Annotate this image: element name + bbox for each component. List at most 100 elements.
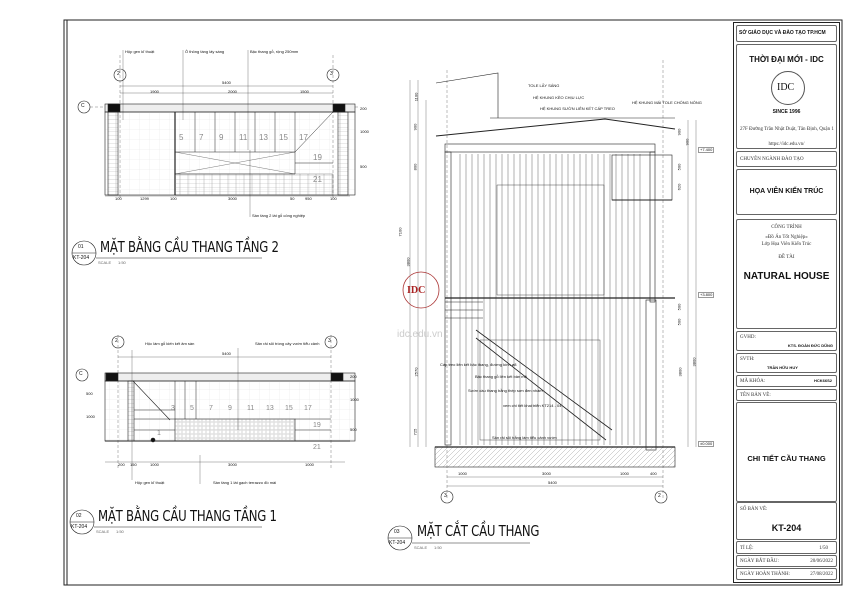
- axis-label: 2: [658, 493, 661, 499]
- topic-label: ĐỀ TÀI: [778, 255, 795, 260]
- dimension: 5400: [222, 351, 231, 356]
- dimension: 1000: [350, 397, 359, 402]
- dimension: 950: [305, 196, 312, 201]
- dimension: 3000: [542, 471, 551, 476]
- label: 2570: [413, 367, 419, 377]
- dimension: 200: [360, 106, 367, 111]
- department-cell: SỞ GIÁO DỤC VÀ ĐÀO TẠO TP.HCM: [736, 25, 837, 42]
- topic: NATURAL HOUSE: [743, 271, 830, 282]
- label: 9: [219, 133, 224, 142]
- dimension: 1900: [150, 89, 159, 94]
- label: 3: [171, 405, 175, 412]
- note: Hộp gen kĩ thuật: [135, 480, 165, 485]
- scale-label: TỈ LỆ:: [740, 546, 754, 551]
- sheet-number: KT-204: [771, 523, 802, 533]
- section-stair: [402, 60, 697, 504]
- label: 17: [304, 405, 312, 412]
- dimension: 500: [360, 164, 367, 169]
- axis-label: C: [79, 371, 83, 377]
- label: 1: [157, 430, 161, 437]
- label: 725: [412, 428, 418, 436]
- note: HỆ KHUNG SƯỜN LIÊN KẾT CÁP TREO: [540, 106, 615, 111]
- program-label-cell: CHUYÊN NGÀNH ĐÀO TẠO: [736, 151, 837, 167]
- watermark-url: idc.edu.vn: [397, 329, 443, 340]
- label: 7: [199, 133, 204, 142]
- advisor-cell: GVHD: KTS. ĐOÀN ĐỨC DŨNG: [736, 331, 837, 351]
- axis-label: 3: [330, 71, 333, 77]
- sheet-ref: KT-204: [71, 524, 88, 530]
- project-cell: CÔNG TRÌNH «Đồ Án Tốt Nghiệp» Lớp Họa Vi…: [736, 219, 837, 329]
- label: 21: [313, 444, 321, 451]
- note: TOLE LẤY SÁNG: [528, 83, 560, 88]
- label: 3800: [405, 257, 411, 267]
- note: xem chi tiết khai triển KT214 - 04: [503, 403, 562, 408]
- label: 15: [285, 405, 293, 412]
- sheet-label: SỐ BẢN VẼ:: [740, 507, 768, 512]
- axis-label: C: [81, 103, 85, 109]
- dimension: 200: [350, 374, 357, 379]
- drawing-title: MẶT BẰNG CẦU THANG TẦNG 1: [98, 507, 277, 525]
- school-name: THỜI ĐẠI MỚI - IDC: [749, 55, 824, 64]
- note: Hộc làm gỗ kiến kết âm sàn: [145, 341, 195, 346]
- label: 5: [190, 405, 194, 412]
- scale: 1/50: [819, 546, 828, 551]
- label: 15: [279, 133, 288, 142]
- end-date: 27/08/2022: [810, 572, 833, 577]
- project-line: Lớp Họa Viên Kiến Trúc: [761, 242, 812, 247]
- label: 13: [266, 405, 274, 412]
- drawing-number: 01: [78, 244, 84, 250]
- label: 7100: [397, 227, 403, 237]
- dimension: 200: [118, 462, 125, 467]
- department: SỞ GIÁO DỤC VÀ ĐÀO TẠO TP.HCM: [739, 30, 826, 36]
- logo-text: IDC: [777, 82, 795, 93]
- note: HỆ KHUNG MÁI TOLE CHỐNG NÓNG: [632, 100, 702, 105]
- note: Hộp gen kĩ thuật: [125, 49, 155, 54]
- course: HCK66S2: [813, 378, 832, 383]
- note: Cáp treo liên kết bậc thang, đường kính …: [440, 362, 517, 367]
- drawing-label-cell: TÊN BẢN VẼ:: [736, 389, 837, 401]
- label: 11: [239, 133, 248, 142]
- dimension: 5400: [222, 80, 231, 85]
- scale-value: 1:50: [118, 260, 126, 265]
- dimension: 1000: [86, 414, 95, 419]
- label: 21: [313, 175, 322, 184]
- dimension: 50: [290, 196, 295, 201]
- since: SINCE 1996: [772, 109, 801, 115]
- program-label: CHUYÊN NGÀNH ĐÀO TẠO: [740, 157, 804, 162]
- dimension: 3000: [228, 462, 237, 467]
- axis-label: 2: [117, 71, 120, 77]
- dimension: 1299: [140, 196, 149, 201]
- watermark-logo: IDC: [407, 285, 426, 296]
- scale-label: SCALE: [98, 260, 112, 265]
- advisor-label: GVHD:: [740, 335, 756, 340]
- dimension: 1000: [150, 462, 159, 467]
- dimension: 2000: [228, 89, 237, 94]
- label: 5: [179, 133, 184, 142]
- course-cell: MÃ KHÓA: HCK66S2: [736, 375, 837, 387]
- dimension: 1000: [360, 129, 369, 134]
- label: 19: [313, 422, 321, 429]
- drawing-number: 02: [76, 513, 82, 519]
- dimension: 1000: [620, 471, 629, 476]
- axis-label: 3: [444, 493, 447, 499]
- label: 900: [676, 128, 682, 136]
- drawing-title: MẶT CẮT CẦU THANG: [417, 522, 540, 540]
- sheet-ref: KT-204: [389, 540, 406, 546]
- label: 500: [676, 163, 682, 171]
- note: Sườn cầu thang bằng thép sơn đen nhám: [468, 388, 543, 393]
- note: Ô thông tầng lấy sáng: [185, 49, 225, 54]
- label: 9: [228, 405, 232, 412]
- dimension: 5400: [548, 480, 557, 485]
- drawing-cell: CHI TIẾT CẦU THANG: [736, 402, 837, 502]
- scale-label: SCALE: [414, 545, 428, 550]
- level-marker: +3.800: [698, 292, 715, 298]
- dimension: 1000: [305, 462, 314, 467]
- drawing-number: 03: [394, 529, 400, 535]
- program: HỌA VIÊN KIẾN TRÚC: [749, 188, 824, 195]
- note: HỆ KHUNG KÈO CHỊU LỰC: [533, 95, 585, 100]
- dimension: 100: [330, 196, 337, 201]
- level-marker: +7.400: [698, 147, 715, 153]
- dimension: 400: [650, 471, 657, 476]
- dimension: 500: [86, 391, 93, 396]
